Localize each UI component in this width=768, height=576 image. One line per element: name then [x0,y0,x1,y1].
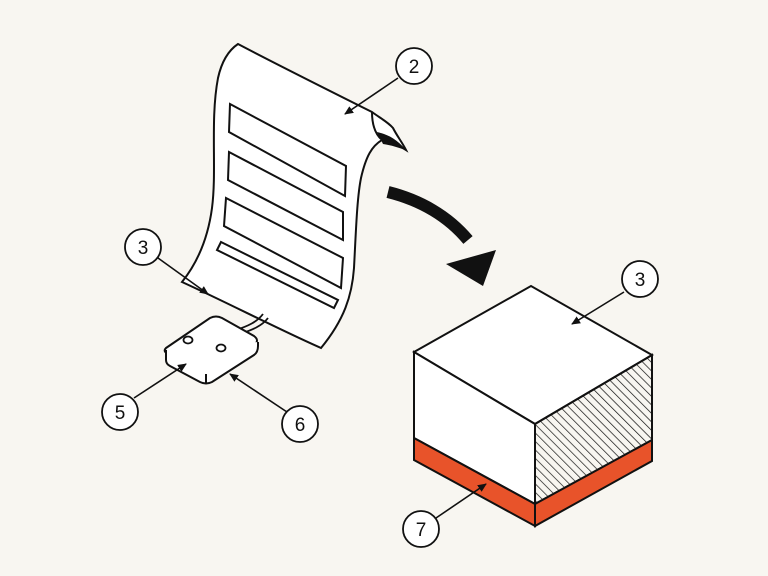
flow-arrow-head [446,250,496,286]
sensor-pad-side [165,342,259,385]
callout-sensor-right: 6 [281,405,319,443]
paper-curl-shadow [377,132,406,150]
callout-sheet: 2 [395,47,433,85]
flow-arrow-shaft [386,186,473,244]
paper-sheet-outline [180,42,409,350]
paper-sheet [180,42,409,350]
leader-sheet-edge [157,257,209,295]
callout-block-base: 7 [402,510,440,548]
leader-sheet [344,77,399,115]
text-line-4 [215,240,340,310]
paper-curl-edge [371,111,383,141]
text-line-1 [227,102,348,198]
callout-sensor-left: 5 [101,393,139,431]
leader-sensor-left [133,363,187,399]
leader-block-base [435,483,487,519]
sensor-pad [163,315,259,385]
callout-sheet-edge-label: 3 [138,238,149,259]
text-line-3 [222,196,345,290]
callout-sensor-left-label: 5 [115,403,126,424]
cube-block [412,284,654,528]
text-line-2 [226,150,344,242]
callout-sheet-label: 2 [409,57,420,78]
sensor-hole-left [182,335,194,345]
cube-base-layer-side [534,438,653,528]
callout-sheet-edge: 3 [124,228,162,266]
callout-block-base-label: 7 [416,520,427,541]
sensor-hole-right [215,343,227,353]
leader-sensor-right [229,373,288,413]
callout-block-top: 3 [621,260,659,298]
callout-sensor-right-label: 6 [295,415,306,436]
leader-block-top [571,291,625,325]
flow-arrow [386,186,496,286]
callout-block-top-label: 3 [635,270,646,291]
